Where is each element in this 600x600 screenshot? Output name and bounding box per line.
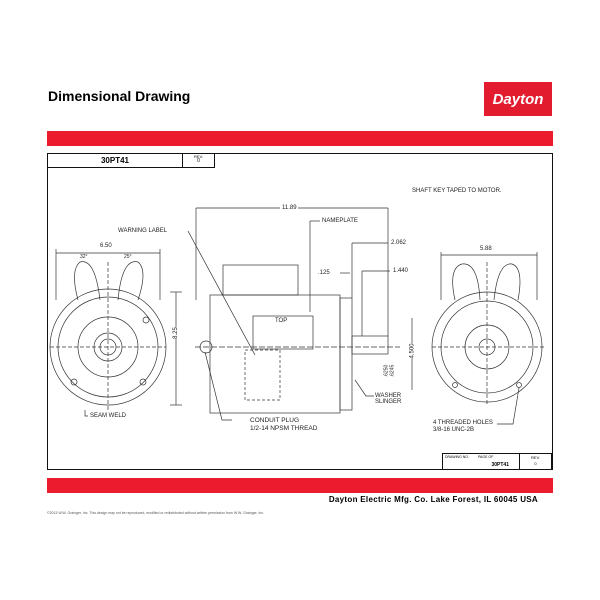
dim-overall-length: 11.89 [282, 205, 297, 211]
dim-pilot: 4.500 [409, 343, 416, 359]
top-red-bar [47, 131, 553, 146]
drawing-no-label: DRAWING NO. [445, 455, 469, 459]
dim-shaft-dia-2: .6245 [389, 364, 396, 378]
rev-cell: REV.0 [182, 153, 215, 168]
washer-label-1: WASHER [375, 393, 402, 399]
side-view [187, 207, 413, 421]
model-number: 30PT41 [100, 156, 130, 165]
threaded-holes-label-1: 4 THREADED HOLES [433, 420, 493, 426]
dim-flat: 1.440 [393, 268, 409, 274]
rev-value: 0 [197, 158, 200, 164]
dim-height: 8.25 [172, 327, 179, 339]
bottom-red-bar [47, 478, 553, 493]
company-address: Dayton Electric Mfg. Co. Lake Forest, IL… [328, 495, 538, 504]
page-label: PAGE OF [477, 455, 494, 459]
shaft-key-note: SHAFT KEY TAPED TO MOTOR. [412, 188, 502, 194]
dim-shaft-ext: 2.062 [391, 240, 407, 246]
dim-bolt-circle: 5.88 [480, 246, 492, 252]
warning-label: WARNING LABEL [118, 228, 168, 234]
page-title: Dimensional Drawing [48, 88, 191, 104]
threaded-holes-label-2: 3/8-16 UNC-2B [433, 427, 475, 433]
conduit-plug-label-2: 1/2-14 NPSM THREAD [250, 425, 318, 432]
top-label: TOP [275, 318, 288, 324]
nameplate-label: NAMEPLATE [322, 218, 358, 224]
dim-angle-left: 32° [80, 254, 88, 260]
dayton-logo: Dayton [484, 82, 552, 116]
left-end-view [49, 249, 182, 417]
drawing-no: 30PT41 [491, 462, 509, 468]
washer-label-2: SLINGER [375, 399, 402, 405]
rev-label: REV. [194, 154, 203, 159]
copyright-notice: ©2013 W.W. Grainger, Inc. This design ma… [47, 511, 265, 515]
bottom-rev-label: REV. [531, 455, 540, 460]
right-end-view [431, 252, 545, 425]
bottom-rev-cell: REV.0 [519, 453, 552, 470]
dim-angle-right: 25° [124, 254, 132, 260]
conduit-plug-label-1: CONDUIT PLUG [250, 417, 299, 424]
dim-gap: .125 [318, 270, 330, 276]
seam-weld-label: SEAM WELD [90, 413, 127, 419]
bottom-rev-value: 0 [534, 461, 537, 466]
drawing-frame: 30PT41 REV.0 DRAWING NO. PAGE OF 30PT41 … [47, 153, 553, 470]
dim-end-width: 6.50 [100, 243, 112, 249]
